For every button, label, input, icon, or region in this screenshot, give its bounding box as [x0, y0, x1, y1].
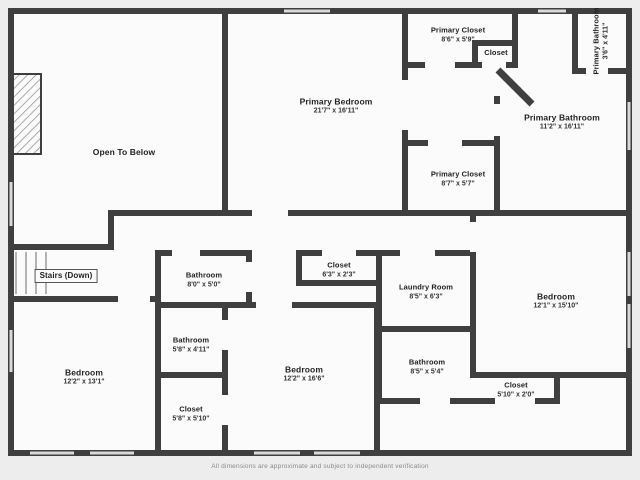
- room-label-primary-bedroom: Primary Bedroom 21'7" x 16'11": [299, 96, 373, 115]
- room-label-bedroom-east: Bedroom 12'1" x 15'10": [533, 291, 579, 310]
- room-label-closet-hall: Closet 6'3" x 2'3": [322, 260, 356, 279]
- room-label-primary-closet-north: Primary Closet 8'6" x 5'9": [430, 25, 486, 44]
- room-label-laundry-room: Laundry Room 8'5" x 6'3": [398, 282, 454, 301]
- room-label-bathroom-hall: Bathroom 8'0" x 5'0": [185, 270, 223, 289]
- room-label-closet-northeast: Closet: [484, 48, 508, 57]
- room-label-closet-southeast: Closet 5'10" x 2'0": [497, 380, 535, 399]
- room-label-bathroom-west: Bathroom 5'8" x 4'11": [172, 335, 210, 354]
- fireplace-hatch-icon: [12, 73, 42, 155]
- room-label-bathroom-south: Bathroom 8'5" x 5'4": [408, 357, 446, 376]
- windows: [9, 9, 631, 455]
- floor-area: [8, 8, 632, 456]
- room-label-primary-bathroom-small: Primary Bathroom 3'6" x 4'11": [591, 7, 610, 75]
- room-label-primary-bathroom: Primary Bathroom 11'2" x 16'11": [524, 112, 600, 131]
- room-label-bedroom-southwest: Bedroom 12'2" x 13'1": [63, 367, 105, 386]
- room-label-closet-southwest: Closet 5'8" x 5'10": [172, 404, 210, 423]
- disclaimer-text: All dimensions are approximate and subje…: [211, 463, 429, 470]
- room-label-primary-closet-south: Primary Closet 8'7" x 5'7": [430, 169, 486, 188]
- room-label-open-to-below: Open To Below: [92, 147, 156, 157]
- room-label-bedroom-south: Bedroom 12'2" x 16'6": [283, 364, 325, 383]
- room-label-stairs: Stairs (Down): [34, 269, 98, 283]
- angled-wall: [495, 67, 535, 107]
